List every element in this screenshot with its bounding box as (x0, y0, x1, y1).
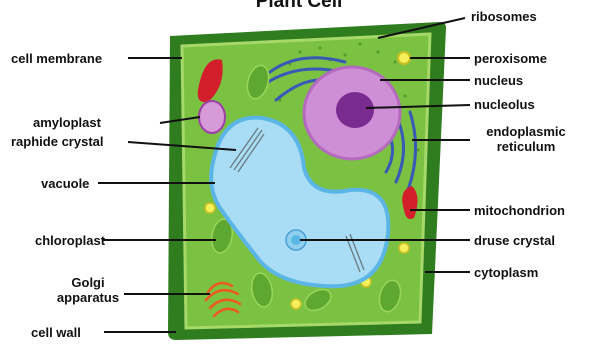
label-mitochondrion: mitochondrion (474, 203, 565, 218)
label-amyloplast: amyloplast (33, 115, 101, 130)
label-cytoplasm: cytoplasm (474, 265, 538, 280)
label-vacuole: vacuole (41, 176, 89, 191)
label-endoplasmic-reticulum: endoplasmic reticulum (472, 124, 580, 154)
label-endoplasmic-line: endoplasmic (472, 124, 580, 139)
label-nucleolus: nucleolus (474, 97, 535, 112)
nucleolus-shape (336, 92, 374, 128)
label-cell-wall: cell wall (31, 325, 81, 340)
label-golgi-apparatus: Golgi apparatus (50, 275, 126, 305)
label-ribosomes: ribosomes (471, 9, 537, 24)
label-reticulum-line: reticulum (472, 139, 580, 154)
label-nucleus: nucleus (474, 73, 523, 88)
amyloplast-shape (199, 101, 225, 133)
label-peroxisome: peroxisome (474, 51, 547, 66)
label-chloroplast: chloroplast (35, 233, 105, 248)
label-cell-membrane: cell membrane (11, 51, 102, 66)
peroxisome-shape (398, 52, 410, 64)
label-apparatus-line: apparatus (50, 290, 126, 305)
label-druse-crystal: druse crystal (474, 233, 555, 248)
label-golgi-line: Golgi (50, 275, 126, 290)
label-raphide-crystal: raphide crystal (11, 134, 104, 149)
